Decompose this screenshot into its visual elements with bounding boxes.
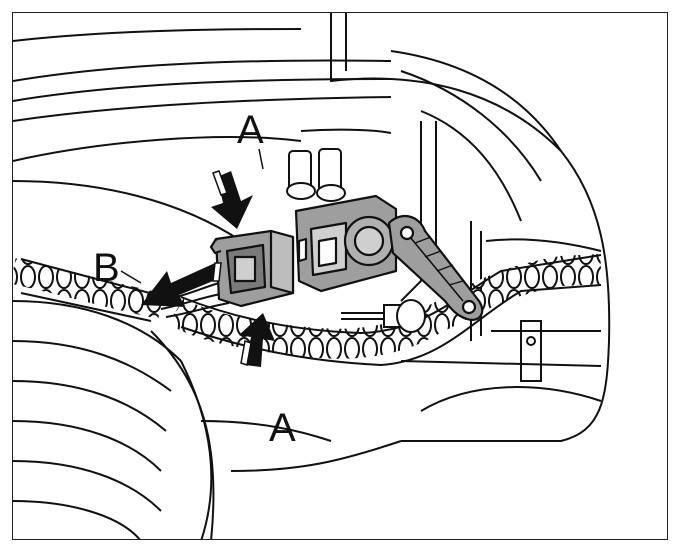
arrow-pull-direction (141, 262, 222, 307)
connector-plug (209, 229, 295, 308)
stud-bolt (341, 299, 426, 333)
label-b: B (93, 246, 120, 290)
label-a-bottom: A (269, 406, 296, 450)
arrow-press-top (211, 170, 253, 229)
mount-bolts (286, 148, 346, 202)
arrow-press-bottom (239, 313, 275, 367)
label-a-top: A (237, 108, 264, 152)
coil-spring (13, 180, 402, 539)
label-leaders (120, 148, 264, 284)
upper-cross-member (13, 28, 392, 162)
level-sensor (294, 194, 484, 321)
illustration-frame: A B A (12, 12, 668, 540)
sensor-connector-diagram: A B A (13, 13, 611, 539)
body-panel (330, 13, 611, 442)
